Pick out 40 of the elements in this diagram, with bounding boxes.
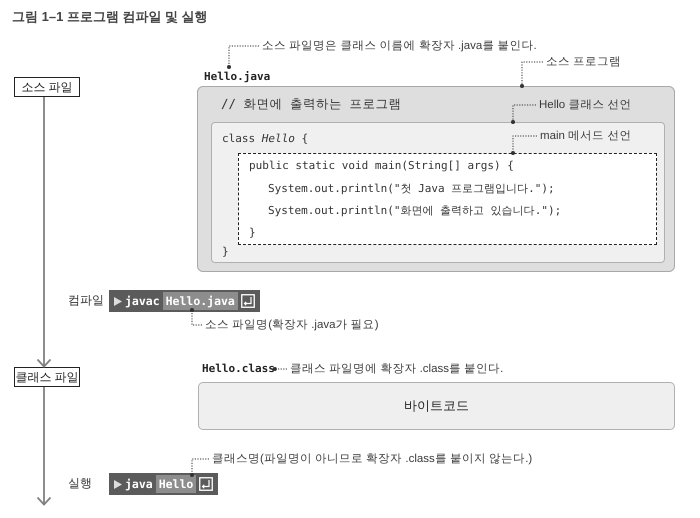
flow-arrow — [36, 387, 52, 506]
code-line: class Hello { — [222, 131, 308, 146]
annotation-text: main 메서드 선언 — [537, 129, 632, 143]
code-comment: // 화면에 출력하는 프로그램 — [221, 96, 402, 112]
step-label: 컴파일 — [68, 293, 104, 308]
code-line: } — [249, 225, 256, 240]
annotation-text: 클래스명(파일명이 아니므로 확장자 .class를 붙이지 않는다.) — [209, 452, 532, 466]
flow-arrow — [36, 97, 52, 368]
file-name: Hello.java — [204, 67, 270, 83]
command-text: javac — [125, 293, 160, 310]
step-label: 실행 — [68, 476, 92, 491]
command-bar — [109, 290, 260, 312]
leader-line — [511, 136, 538, 155]
leader-line — [227, 46, 260, 69]
file-name: Hello.class — [202, 359, 275, 375]
command-text: java — [125, 476, 153, 493]
annotation-text: Hello 클래스 선언 — [536, 98, 632, 112]
annotation-text: 소스 파일명은 클래스 이름에 확장자 .java를 붙인다. — [259, 39, 537, 53]
annotation-text: 소스 파일명(확장자 .java가 필요) — [202, 318, 379, 332]
leader-line — [190, 458, 210, 477]
bytecode-box: 바이트코드 — [198, 382, 675, 430]
code-line: System.out.println("첫 Java 프로그램입니다."); — [268, 181, 555, 196]
stage-label-box: 클래스 파일 — [14, 367, 80, 387]
annotation-text: 소스 프로그램 — [543, 55, 622, 69]
method-block — [238, 153, 657, 245]
leader-line — [272, 367, 288, 371]
argument-highlight: Hello.java — [162, 292, 238, 310]
code-line: System.out.println("화면에 출력하고 있습니다."); — [268, 203, 562, 218]
source-panel — [197, 86, 675, 272]
code-line: public static void main(String[] args) { — [249, 158, 514, 173]
leader-line — [190, 308, 202, 326]
class-block — [211, 122, 665, 263]
argument-highlight: Hello — [156, 475, 196, 493]
leader-line — [511, 104, 536, 124]
code-line: } — [222, 244, 229, 259]
figure-title: 그림 1–1 프로그램 컴파일 및 실행 — [12, 9, 208, 25]
stage-label-box: 소스 파일 — [14, 77, 80, 97]
leader-line — [520, 62, 544, 88]
command-bar — [109, 473, 218, 495]
annotation-text: 클래스 파일명에 확장자 .class를 붙인다. — [287, 362, 504, 376]
